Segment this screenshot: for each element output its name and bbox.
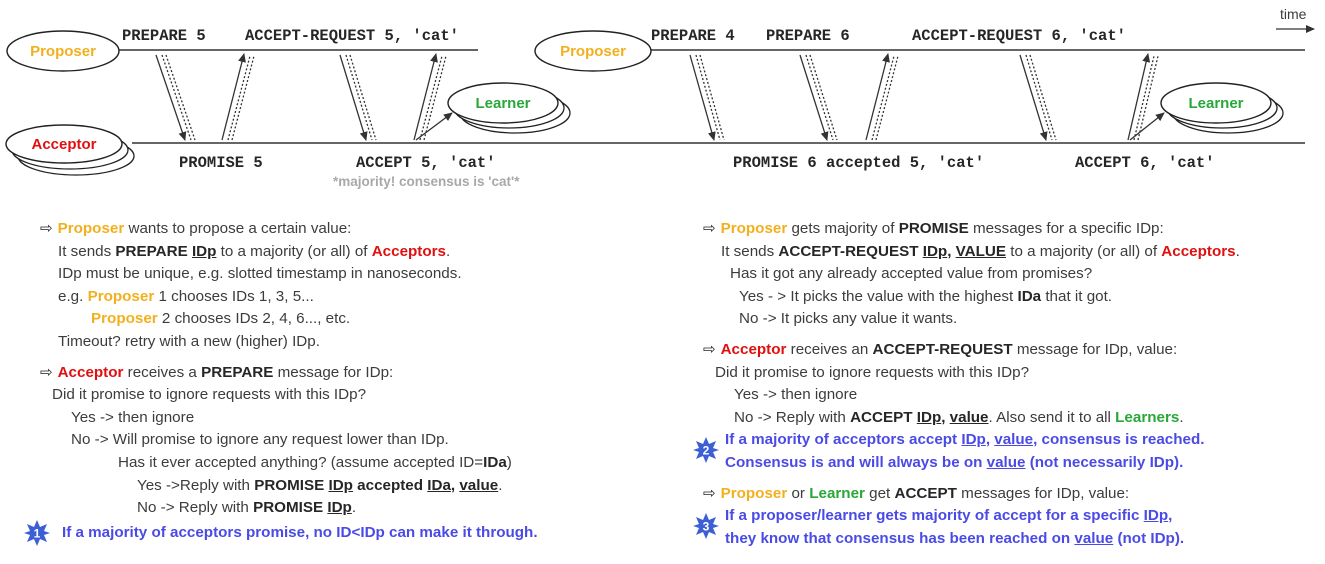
arrow-promise6 xyxy=(865,53,899,141)
proposer-line-unique: IDp must be unique, e.g. slotted timesta… xyxy=(58,265,462,283)
acceptor-heading: ⇨Acceptor receives a PREPARE message for… xyxy=(40,363,394,381)
arrow-accept5-learner xyxy=(415,112,453,141)
msg-accept6: ACCEPT 6, 'cat' xyxy=(1075,154,1215,172)
msg-prepare4: PREPARE 4 xyxy=(651,27,735,45)
badge-3-icon: 3 xyxy=(693,513,719,540)
proposer2-line-no: No -> It picks any value it wants. xyxy=(739,310,958,328)
badge-2-icon: 2 xyxy=(693,437,719,464)
acceptor2-line-yes: Yes -> then ignore xyxy=(734,386,858,404)
conclusion-3a: 3 If a proposer/learner gets majority of… xyxy=(693,505,1240,540)
svg-text:2: 2 xyxy=(703,444,710,458)
acceptor-line-has-accepted: Has it ever accepted anything? (assume a… xyxy=(118,453,512,471)
arrow-accept-request6 xyxy=(1019,54,1057,141)
badge-1-icon: 1 xyxy=(24,519,50,546)
acceptor-line-no: No -> Will promise to ignore any request… xyxy=(71,431,449,449)
conclusion-1: 1 If a majority of acceptors promise, no… xyxy=(24,519,538,546)
hand-arrow-icon: ⇨ xyxy=(40,363,53,381)
msg-accept-request6: ACCEPT-REQUEST 6, 'cat' xyxy=(912,27,1126,45)
learner-node-2: Learner xyxy=(1160,82,1284,134)
arrow-accept5-proposer xyxy=(413,53,447,141)
learner-label-1: Learner xyxy=(475,95,530,112)
proposer-label-1: Proposer xyxy=(30,43,96,60)
hand-arrow-icon: ⇨ xyxy=(703,484,716,502)
proposer2-heading: ⇨Proposer gets majority of PROMISE messa… xyxy=(703,220,1164,237)
acceptor-line-yes: Yes -> then ignore xyxy=(71,408,195,426)
proposer-node-2: Proposer xyxy=(534,30,652,72)
learner-label-2: Learner xyxy=(1188,95,1243,112)
proposer-line-example1: e.g. Proposer 1 chooses IDs 1, 3, 5... xyxy=(58,287,314,305)
left-column: ⇨Proposer wants to propose a certain val… xyxy=(24,218,538,546)
time-label: time xyxy=(1280,6,1307,22)
conclusion-2b: Consensus is and will always be on value… xyxy=(725,453,1184,471)
hand-arrow-icon: ⇨ xyxy=(703,220,716,237)
arrow-promise5 xyxy=(221,53,255,141)
learner-heading: ⇨Proposer or Learner get ACCEPT messages… xyxy=(703,484,1130,502)
paxos-sequence-diagram: time Proposer Proposer Acceptor Learner … xyxy=(5,6,1315,189)
svg-text:3: 3 xyxy=(703,520,710,534)
acceptor-line-question: Did it promise to ignore requests with t… xyxy=(52,386,367,404)
svg-text:1: 1 xyxy=(34,526,41,540)
arrow-accept6-proposer xyxy=(1127,53,1159,141)
proposer-node-1: Proposer xyxy=(6,30,120,72)
proposer-line-sends: It sends PREPARE IDp to a majority (or a… xyxy=(58,242,451,260)
proposer-label-2: Proposer xyxy=(560,43,626,60)
msg-accept-request5: ACCEPT-REQUEST 5, 'cat' xyxy=(245,27,459,45)
msg-promise6: PROMISE 6 accepted 5, 'cat' xyxy=(733,154,984,172)
msg-accept5: ACCEPT 5, 'cat' xyxy=(356,154,496,172)
proposer-line-example2: Proposer 2 chooses IDs 2, 4, 6..., etc. xyxy=(91,310,351,328)
proposer2-line-sends: It sends ACCEPT-REQUEST IDp, VALUE to a … xyxy=(721,242,1240,260)
majority-note: *majority! consensus is 'cat'* xyxy=(333,174,520,189)
msg-prepare5: PREPARE 5 xyxy=(122,27,206,45)
acceptor2-line-no: No -> Reply with ACCEPT IDp, value. Also… xyxy=(734,408,1184,426)
hand-arrow-icon: ⇨ xyxy=(703,340,716,358)
conclusion-3b: they know that consensus has been reache… xyxy=(725,529,1185,547)
proposer-heading: ⇨Proposer wants to propose a certain val… xyxy=(40,220,352,237)
proposer2-line-yes: Yes - > It picks the value with the high… xyxy=(739,287,1113,305)
arrow-accept-request5 xyxy=(339,54,377,141)
msg-promise5: PROMISE 5 xyxy=(179,154,263,172)
arrow-prepare6 xyxy=(689,54,725,141)
acceptor-line-yes-reply: Yes ->Reply with PROMISE IDp accepted ID… xyxy=(137,476,503,494)
msg-prepare6: PREPARE 6 xyxy=(766,27,850,45)
acceptor2-heading: ⇨Acceptor receives an ACCEPT-REQUEST mes… xyxy=(703,340,1178,358)
right-column: ⇨Proposer gets majority of PROMISE messa… xyxy=(693,218,1240,550)
acceptor-line-no-reply: No -> Reply with PROMISE IDp. xyxy=(137,499,357,517)
acceptor-node: Acceptor xyxy=(5,124,135,176)
acceptor-label: Acceptor xyxy=(31,136,96,153)
arrow-accept6-learner xyxy=(1129,112,1165,141)
conclusion-2a: 2 If a majority of acceptors accept IDp,… xyxy=(693,429,1240,464)
acceptor2-line-question: Did it promise to ignore requests with t… xyxy=(715,363,1030,381)
proposer2-line-question: Has it got any already accepted value fr… xyxy=(730,265,1093,283)
arrow-prepare6b xyxy=(799,54,838,141)
proposer-line-timeout: Timeout? retry with a new (higher) IDp. xyxy=(58,332,320,350)
learner-node-1: Learner xyxy=(447,82,571,134)
hand-arrow-icon: ⇨ xyxy=(40,220,53,237)
arrow-prepare5 xyxy=(155,54,196,141)
